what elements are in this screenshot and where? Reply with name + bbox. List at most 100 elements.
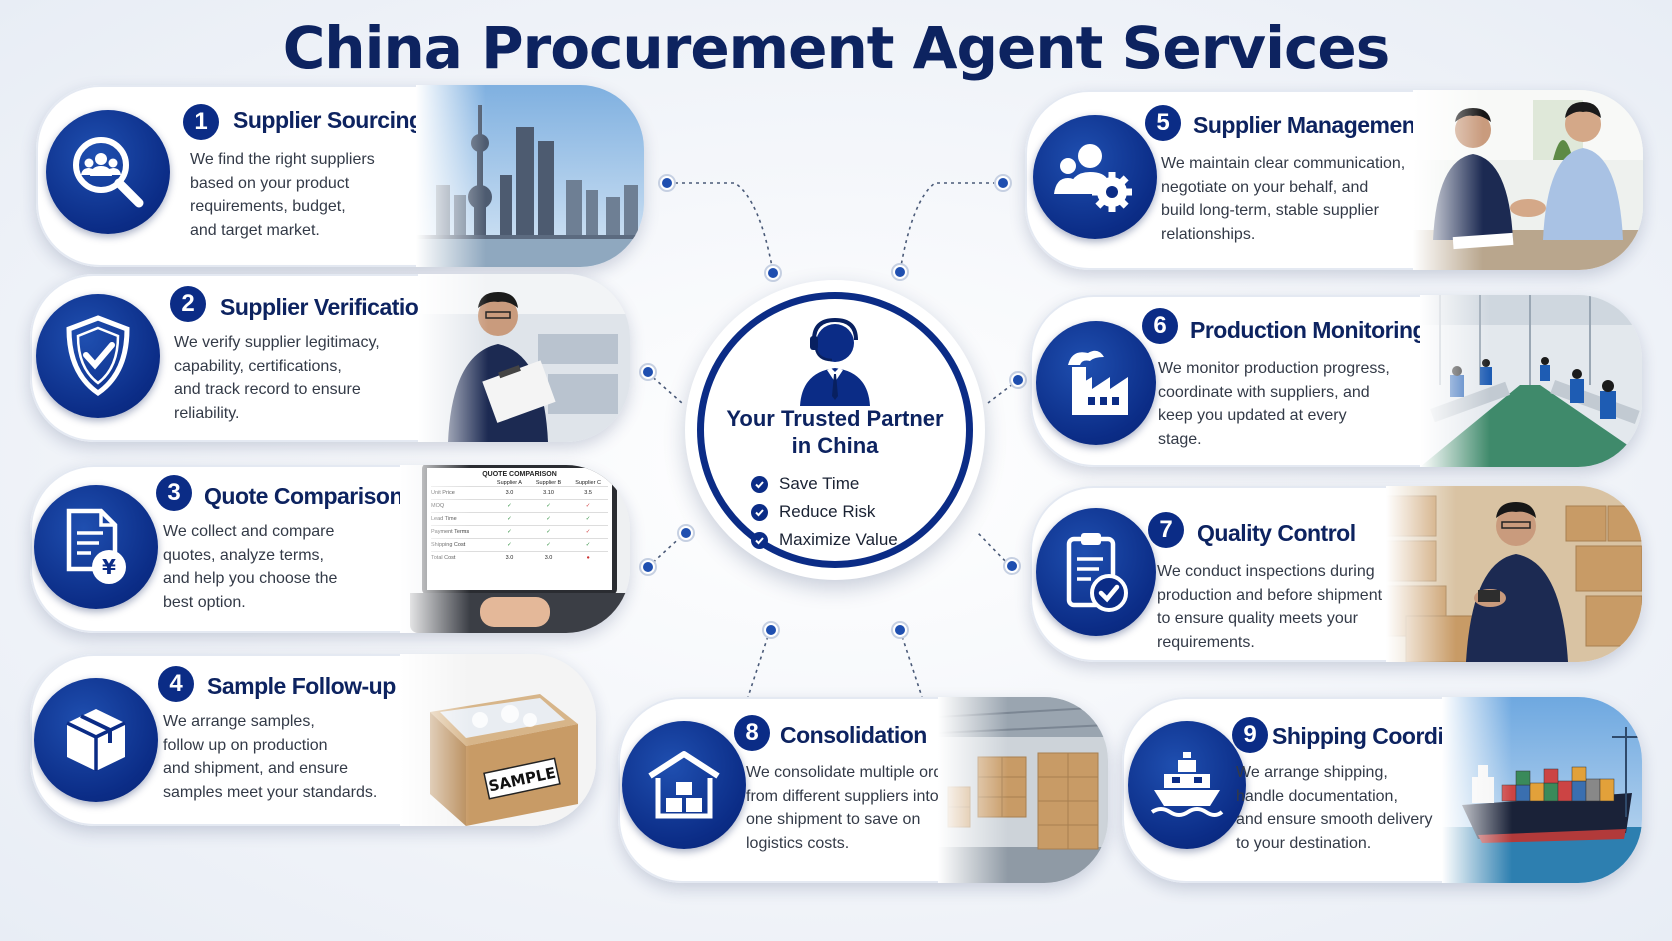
quote-cell: ✓ [585, 529, 591, 535]
desc-line: requirements. [1157, 633, 1255, 651]
step-number: 8 [734, 715, 770, 751]
service-card-quote-comparison: ¥ 3 Quote Comparison We collect and comp… [30, 465, 630, 633]
quote-cell: 3.10 [543, 490, 554, 496]
quote-cell: ✓ [546, 503, 551, 509]
quote-cell: 3.5 [584, 490, 592, 496]
quote-cell: ✓ [546, 516, 551, 522]
service-card-production-monitoring: 6 Production Monitoring We monitor produ… [1030, 295, 1642, 467]
desc-line: We arrange shipping, [1236, 764, 1388, 781]
quote-cell: ✓ [507, 542, 512, 548]
quote-cell: ✓ [546, 529, 551, 535]
service-description: We consolidate multiple orders from diff… [746, 761, 964, 855]
benefit-label: Maximize Value [779, 530, 898, 549]
quote-cell: ✓ [507, 503, 512, 509]
check-circle-icon [751, 503, 768, 521]
quote-cell: ● [586, 555, 590, 562]
service-description: We conduct inspections during production… [1157, 560, 1382, 654]
quote-row-label: Payment Terms [431, 529, 470, 535]
desc-line: logistics costs. [746, 834, 850, 852]
step-number: 5 [1145, 105, 1181, 141]
clipboard-check-icon [1036, 508, 1156, 636]
quote-table-heading: QUOTE COMPARISON [482, 471, 557, 478]
benefit-item: Maximize Value [751, 526, 898, 554]
desc-line: and ensure smooth delivery [1236, 811, 1433, 828]
desc-line: stage. [1158, 430, 1202, 448]
center-title-line1: Your Trusted Partner [726, 406, 944, 431]
desc-line: We arrange samples, [163, 713, 315, 730]
inspector-clipboard-image [418, 274, 630, 442]
desc-line: production and before shipment [1157, 586, 1383, 604]
desc-line: We collect and compare [163, 523, 335, 540]
factory-floor-image [1420, 295, 1642, 467]
desc-line: requirements, budget, [190, 198, 346, 215]
service-card-supplier-management: 5 Supplier Management We maintain clear … [1025, 90, 1643, 270]
search-people-icon [46, 110, 170, 234]
service-description: We arrange shipping, handle documentatio… [1236, 761, 1433, 855]
benefit-label: Reduce Risk [779, 502, 876, 521]
check-circle-icon [751, 531, 768, 549]
desc-line: follow up on production [163, 736, 328, 754]
desc-line: coordinate with suppliers, and [1158, 383, 1370, 401]
desc-line: and target market. [190, 221, 320, 239]
desc-line: handle documentation, [1236, 787, 1398, 805]
quote-col-header: Supplier C [575, 480, 601, 486]
service-description: We arrange samples, follow up on product… [163, 710, 377, 804]
benefit-label: Save Time [779, 474, 860, 493]
service-card-consolidation: 8 Consolidation We consolidate multiple … [618, 697, 1108, 883]
service-title: Supplier Sourcing [233, 107, 423, 133]
quote-cell: ✓ [585, 516, 591, 522]
connector-dots [639, 174, 1027, 639]
document-yen-icon: ¥ [34, 485, 158, 609]
quote-cell: ✓ [507, 529, 512, 535]
service-description: We monitor production progress, coordina… [1158, 357, 1390, 451]
service-title: Sample Follow-up [207, 673, 396, 699]
service-description: We find the right suppliers based on you… [190, 148, 375, 242]
factory-icon [1036, 321, 1156, 445]
benefit-item: Reduce Risk [751, 498, 898, 526]
desc-line: We find the right suppliers [190, 151, 375, 168]
quote-col-header: Supplier B [535, 480, 562, 486]
desc-line: negotiate on your behalf, and [1161, 178, 1369, 196]
desc-line: best option. [163, 593, 246, 611]
service-description: We collect and compare quotes, analyze t… [163, 520, 337, 614]
desc-line: We conduct inspections during [1157, 563, 1375, 580]
quote-row-label: Lead Time [431, 516, 457, 522]
desc-line: We verify supplier legitimacy, [174, 334, 380, 351]
people-gear-icon [1033, 115, 1157, 239]
service-description: We maintain clear communication, negotia… [1161, 152, 1405, 246]
desc-line: We consolidate multiple orders [746, 764, 965, 781]
center-hub: Your Trusted Partner in China Save Time … [685, 280, 985, 580]
desc-line: capability, certifications, [174, 357, 342, 375]
quote-row-label: MOQ [431, 503, 445, 509]
quote-cell: 3.0 [505, 490, 514, 496]
service-title: Consolidation [780, 722, 927, 748]
desc-line: keep you updated at every [1158, 407, 1347, 424]
quote-cell: 3.0 [544, 555, 553, 562]
desc-line: We monitor production progress, [1158, 360, 1390, 377]
service-card-sample-follow-up: 4 Sample Follow-up We arrange samples, f… [30, 654, 596, 826]
benefit-item: Save Time [751, 470, 898, 498]
step-number: 9 [1232, 717, 1268, 753]
shield-check-icon [36, 294, 160, 418]
desc-line: build long-term, stable supplier [1161, 202, 1379, 219]
step-number: 3 [156, 475, 192, 511]
city-skyline-image [416, 85, 644, 267]
page-title: China Procurement Agent Services [282, 14, 1391, 82]
center-title-line2: in China [791, 433, 879, 458]
desc-line: and shipment, and ensure [163, 760, 349, 777]
desc-line: to ensure quality meets your [1157, 610, 1358, 627]
quote-cell: 3.0 [505, 555, 514, 562]
check-circle-icon [751, 475, 768, 493]
desc-line: to your destination. [1236, 834, 1372, 852]
step-number: 6 [1142, 308, 1178, 344]
box-icon [34, 678, 158, 802]
desc-line: We maintain clear communication, [1161, 155, 1406, 172]
desc-line: based on your product [190, 174, 350, 192]
warehouse-pallets-image [938, 697, 1108, 883]
service-card-supplier-verification: 2 Supplier Verification We verify suppli… [30, 274, 630, 442]
desc-line: and help you choose the [163, 570, 338, 587]
service-title: Supplier Verification [220, 294, 432, 320]
